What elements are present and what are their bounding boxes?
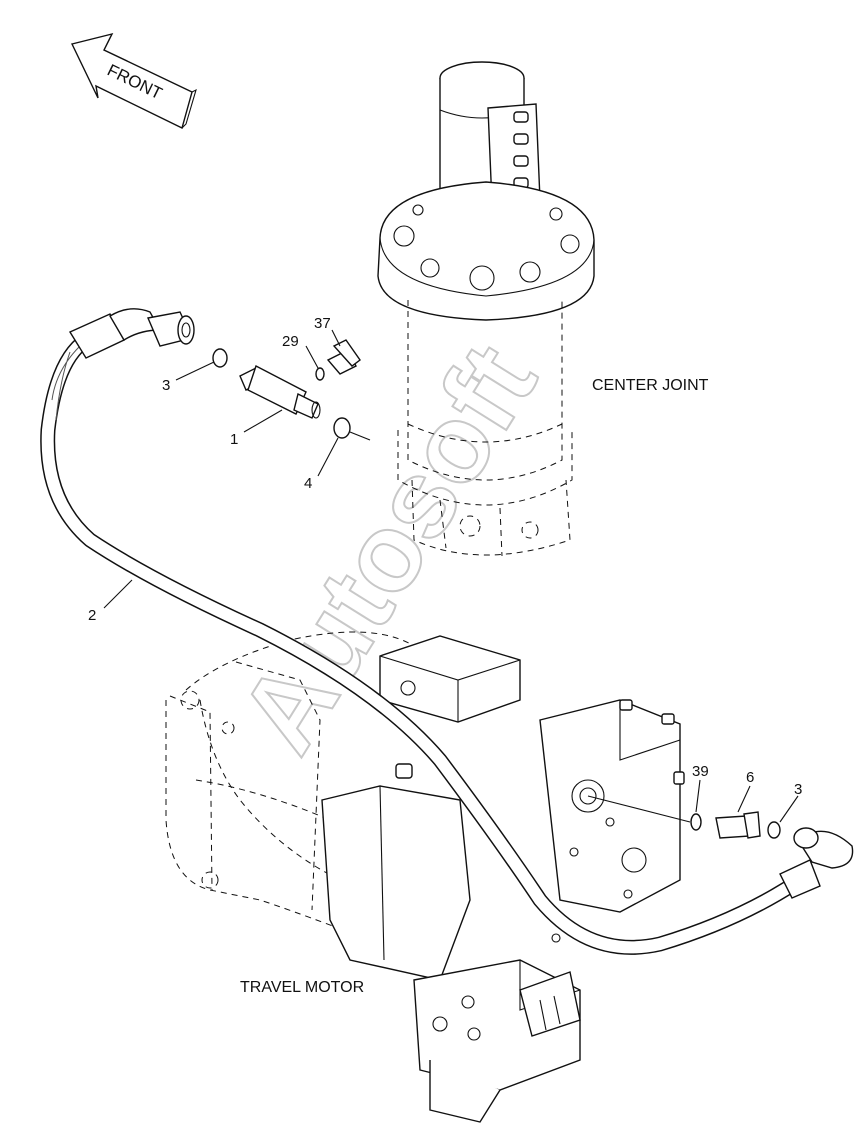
callouts: 1 2 3 3 4 6 29 37 39	[88, 315, 802, 798]
o-ring-3-bottom	[767, 821, 781, 839]
callout-39: 39	[692, 763, 709, 780]
center-joint-label: CENTER JOINT	[592, 377, 709, 394]
callout-6: 6	[746, 769, 754, 786]
callout-1: 1	[230, 431, 238, 448]
travel-motor: TRAVEL MOTOR	[165, 631, 685, 1123]
callout-4: 4	[304, 475, 312, 492]
hose-assembly	[40, 308, 854, 955]
o-ring-29	[315, 367, 325, 381]
part-1-sensor	[239, 365, 321, 419]
callout-2: 2	[88, 607, 96, 624]
callout-3-bottom: 3	[794, 781, 802, 798]
center-joint: CENTER JOINT	[377, 61, 709, 557]
travel-motor-label: TRAVEL MOTOR	[240, 979, 364, 996]
part-6-connector	[715, 811, 761, 839]
port-block	[513, 111, 529, 189]
callout-37: 37	[314, 315, 331, 332]
o-ring-4	[333, 417, 351, 439]
callout-29: 29	[282, 333, 299, 350]
leader-lines	[103, 329, 799, 823]
o-ring-3-top	[212, 348, 228, 368]
o-ring-39	[690, 813, 702, 831]
callout-3-top: 3	[162, 377, 170, 394]
part-37-elbow	[326, 339, 361, 375]
front-arrow: FRONT	[70, 32, 197, 129]
